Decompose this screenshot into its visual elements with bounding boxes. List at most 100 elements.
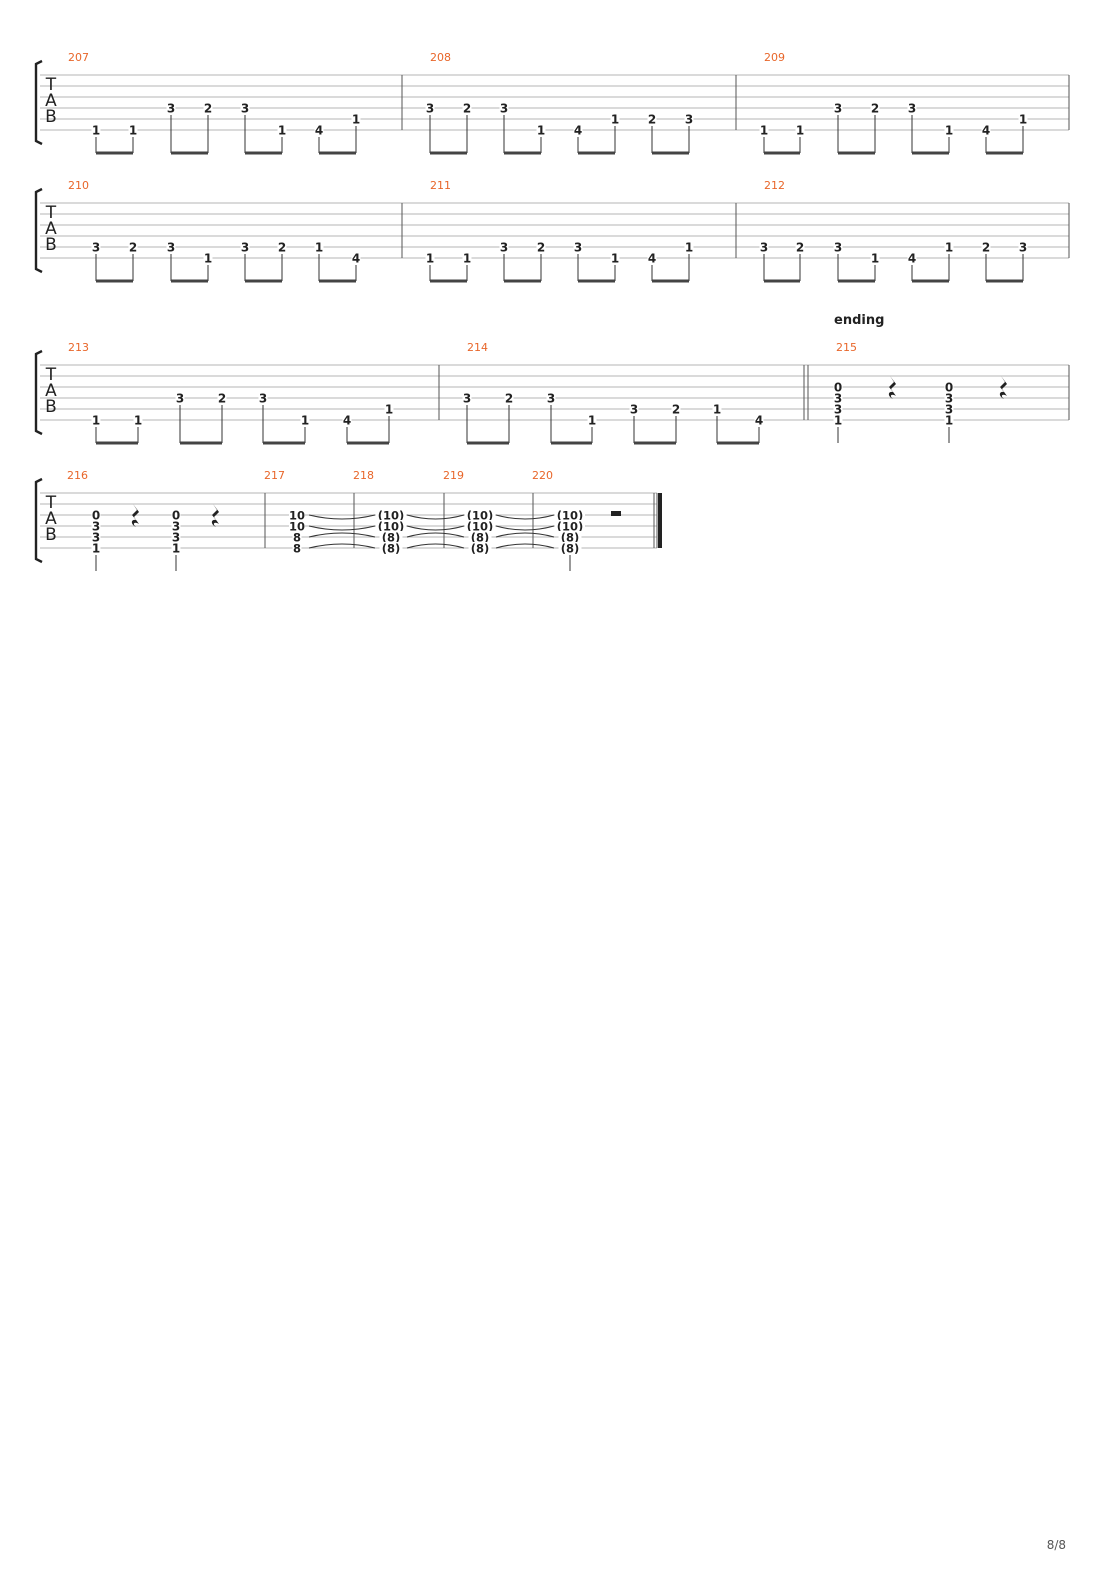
fret-bg (558, 542, 582, 553)
fret-number: 4 (908, 252, 916, 266)
fret-number: 2 (204, 102, 212, 116)
fret-number: 4 (315, 124, 323, 138)
fret-number: 1 (588, 414, 596, 428)
fret-bg (171, 520, 181, 531)
fret-number: 3 (241, 102, 249, 116)
fret-number: 3 (908, 102, 916, 116)
tab-clef-letter: A (45, 381, 57, 401)
fret-bg (944, 124, 954, 135)
fret-bg (289, 509, 305, 520)
fret-number: 1 (92, 414, 100, 428)
fret-bg (504, 392, 514, 403)
fret-number: 3 (574, 241, 582, 255)
fret-bg (907, 102, 917, 113)
fret-bg (171, 542, 181, 553)
fret-bg (499, 241, 509, 252)
fret-bg (342, 414, 352, 425)
fret-bg (833, 102, 843, 113)
fret-bg (795, 241, 805, 252)
fret-bg (981, 241, 991, 252)
fret-bg (384, 403, 394, 414)
measure-number: 210 (68, 179, 89, 192)
fret-number: 1 (92, 542, 100, 556)
tab-clef-letter: A (45, 91, 57, 111)
fret-bg (258, 392, 268, 403)
measure-number: 220 (532, 469, 553, 482)
fret-bg (376, 520, 406, 531)
fret-bg (468, 531, 492, 542)
tie-arc (406, 514, 465, 520)
fret-bg (468, 542, 492, 553)
measure-number: 211 (430, 179, 451, 192)
measure-number: 213 (68, 341, 89, 354)
fret-number: (8) (382, 531, 401, 545)
fret-bg (292, 542, 302, 553)
fret-number: 2 (218, 392, 226, 406)
fret-bg (91, 520, 101, 531)
fret-number: 3 (760, 241, 768, 255)
tie-arc (406, 532, 465, 538)
fret-number: 3 (630, 403, 638, 417)
fret-number: 1 (278, 124, 286, 138)
system-bracket (34, 59, 43, 146)
fret-number: 3 (945, 403, 953, 417)
fret-number: 2 (278, 241, 286, 255)
quarter-rest (888, 376, 896, 399)
fret-number: 1 (945, 124, 953, 138)
tab-clef-letter: T (45, 365, 57, 385)
tab-clef-letter: A (45, 509, 57, 529)
fret-number: 2 (648, 113, 656, 127)
tab-clef-letter: T (45, 203, 57, 223)
fret-bg (573, 241, 583, 252)
fret-bg (555, 520, 585, 531)
fret-number: 0 (172, 509, 180, 523)
fret-bg (833, 381, 843, 392)
fret-bg (91, 241, 101, 252)
measure-number: 214 (467, 341, 488, 354)
fret-number: 1 (1019, 113, 1027, 127)
fret-bg (546, 392, 556, 403)
fret-number: 3 (834, 241, 842, 255)
fret-bg (128, 241, 138, 252)
system-bracket (34, 477, 43, 564)
fret-bg (462, 252, 472, 263)
fret-bg (759, 241, 769, 252)
fret-number: 1 (834, 414, 842, 428)
fret-number: 1 (796, 124, 804, 138)
fret-number: 4 (343, 414, 351, 428)
fret-number: 1 (301, 414, 309, 428)
fret-number: 3 (500, 102, 508, 116)
tab-clef-letter: B (45, 235, 57, 255)
tie-arc (308, 543, 376, 549)
fret-number: (8) (471, 531, 490, 545)
fret-bg (379, 531, 403, 542)
fret-bg (175, 392, 185, 403)
fret-number: (8) (382, 542, 401, 556)
fret-bg (289, 520, 305, 531)
fret-bg (944, 392, 954, 403)
fret-bg (712, 403, 722, 414)
fret-number: 1 (92, 124, 100, 138)
tie-arc (406, 543, 465, 549)
fret-number: (10) (467, 520, 494, 534)
fret-bg (499, 102, 509, 113)
fret-bg (91, 414, 101, 425)
fret-bg (981, 124, 991, 135)
fret-bg (277, 124, 287, 135)
fret-number: 3 (547, 392, 555, 406)
fret-number: 10 (289, 520, 305, 534)
fret-bg (462, 102, 472, 113)
fret-number: 2 (537, 241, 545, 255)
fret-bg (128, 124, 138, 135)
fret-number: 4 (574, 124, 582, 138)
fret-bg (754, 414, 764, 425)
fret-bg (203, 102, 213, 113)
fret-bg (610, 252, 620, 263)
fret-number: 8 (293, 531, 301, 545)
measure-number: 218 (353, 469, 374, 482)
fret-number: 3 (172, 520, 180, 534)
tab-clef-letter: A (45, 219, 57, 239)
fret-number: 1 (945, 241, 953, 255)
tab-clef-letter: T (45, 493, 57, 513)
